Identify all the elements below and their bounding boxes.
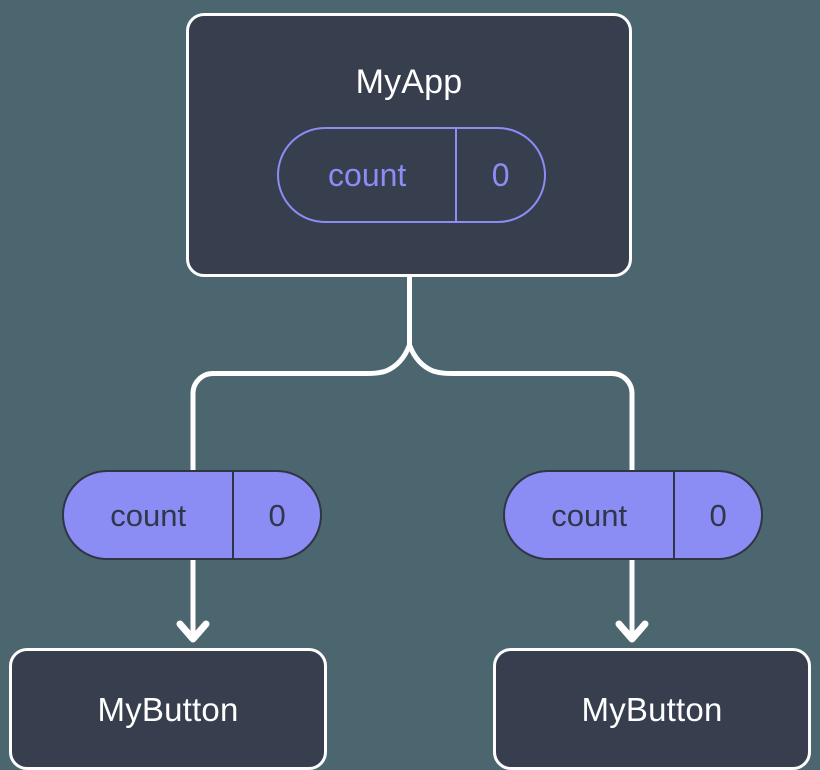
node-myapp-title: MyApp	[355, 63, 463, 101]
props-pill-left-count-key: count	[110, 497, 187, 533]
node-mybutton-left[interactable]: MyButton	[9, 648, 327, 770]
node-mybutton-left-title: MyButton	[97, 690, 239, 728]
arrow-right-head-icon	[615, 620, 649, 643]
arrow-left-head-icon	[176, 620, 210, 643]
state-pill-myapp-count-value: 0	[455, 129, 544, 221]
props-pill-right-count-value: 0	[673, 472, 761, 558]
edge-branch-right	[407, 342, 635, 473]
node-mybutton-right-title: MyButton	[581, 690, 723, 728]
state-pill-myapp-count-key: count	[328, 157, 407, 193]
props-pill-right-count[interactable]: count 0	[503, 470, 763, 560]
node-mybutton-right[interactable]: MyButton	[493, 648, 811, 770]
props-pill-left-count[interactable]: count 0	[62, 470, 322, 560]
edge-branch-left	[190, 342, 412, 473]
state-pill-myapp-count[interactable]: count 0	[277, 127, 546, 223]
props-pill-left-count-value: 0	[232, 472, 320, 558]
props-pill-right-count-key: count	[551, 497, 628, 533]
